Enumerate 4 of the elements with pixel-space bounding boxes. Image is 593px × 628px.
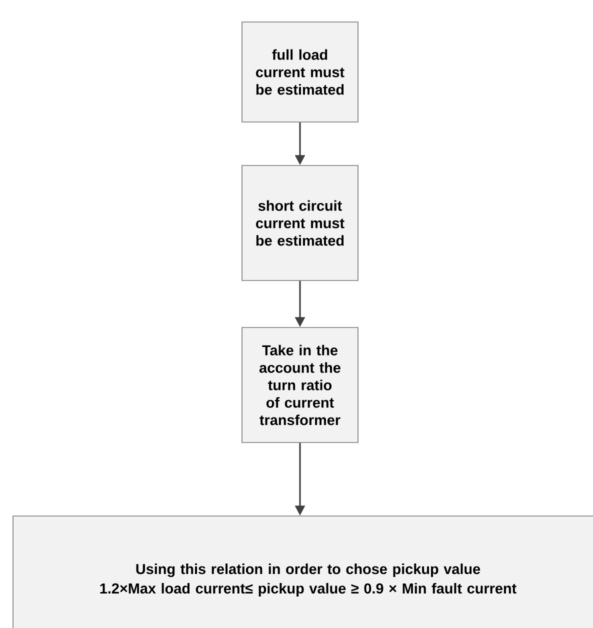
process-box: full load current must be estimated — [242, 22, 358, 122]
process-box: Using this relation in order to chose pickup value 1.2×Max load current≤ pickup value ≥ 0.9 × Min fault current — [12, 516, 593, 628]
process-box: Take in the account the turn ratio of current transformer — [242, 327, 358, 443]
process-box: short circuit current must be estimated — [242, 165, 358, 281]
